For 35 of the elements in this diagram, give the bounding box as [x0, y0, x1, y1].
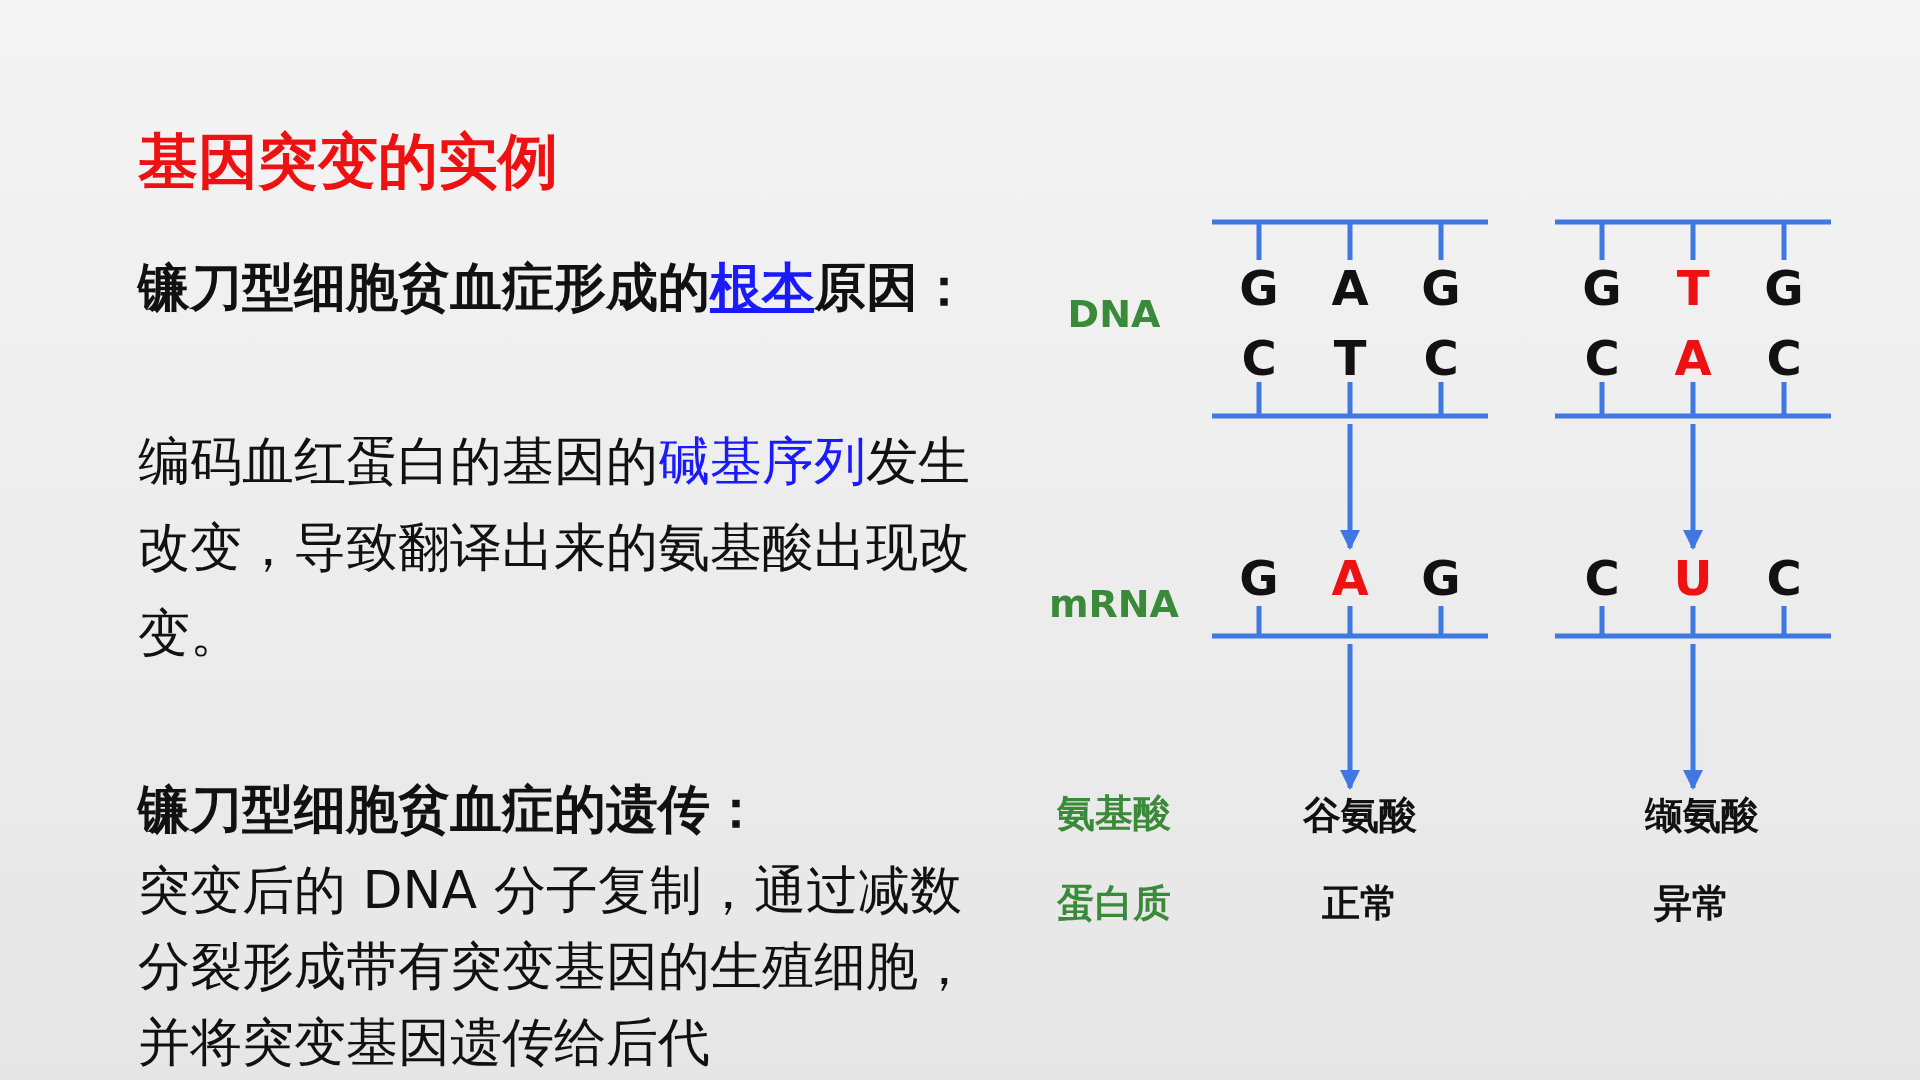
paragraph: 编码血红蛋白的基因的碱基序列发生改变，导致翻译出来的氨基酸出现改变。 [138, 430, 971, 665]
result-label: 正常 [1321, 880, 1399, 927]
base-letter: A [1330, 554, 1370, 602]
base-letter: C [1583, 334, 1621, 382]
base-letter: C [1240, 334, 1278, 382]
base-letter: G [1420, 264, 1462, 312]
base-letter: C [1765, 334, 1803, 382]
section-heading: 镰刀型细胞贫血症的遗传： [138, 778, 763, 841]
section-heading: 镰刀型细胞贫血症形成的根本原因： [138, 256, 971, 319]
base-letter: T [1675, 264, 1711, 312]
base-letter: C [1765, 554, 1803, 602]
result-label: 异常 [1653, 880, 1731, 927]
arrow [1683, 644, 1703, 790]
paragraph: 突变后的 DNA 分子复制，通过减数分裂形成带有突变基因的生殖细胞，并将突变基因遗传给后代 [138, 859, 971, 1074]
slide-title: 基因突变的实例 [138, 125, 558, 198]
row-label: 蛋白质 [1056, 880, 1172, 927]
base-letter: C [1422, 334, 1460, 382]
base-letter: A [1330, 264, 1370, 312]
base-letter: A [1673, 334, 1713, 382]
base-letter: T [1332, 334, 1368, 382]
base-letter: G [1763, 264, 1805, 312]
row-label: 氨基酸 [1056, 790, 1172, 837]
amino-acid-label: 缬氨酸 [1634, 790, 1770, 838]
base-letter: G [1238, 264, 1280, 312]
base-letter: U [1672, 554, 1714, 602]
arrow [1340, 644, 1360, 790]
row-label: mRNA [1047, 582, 1181, 626]
amino-acid-label: 谷氨酸 [1292, 790, 1428, 838]
base-letter: G [1581, 264, 1623, 312]
arrow [1683, 424, 1703, 550]
arrow [1340, 424, 1360, 550]
base-letter: G [1238, 554, 1280, 602]
base-letter: G [1420, 554, 1462, 602]
row-label: DNA [1066, 292, 1162, 336]
base-letter: C [1583, 554, 1621, 602]
